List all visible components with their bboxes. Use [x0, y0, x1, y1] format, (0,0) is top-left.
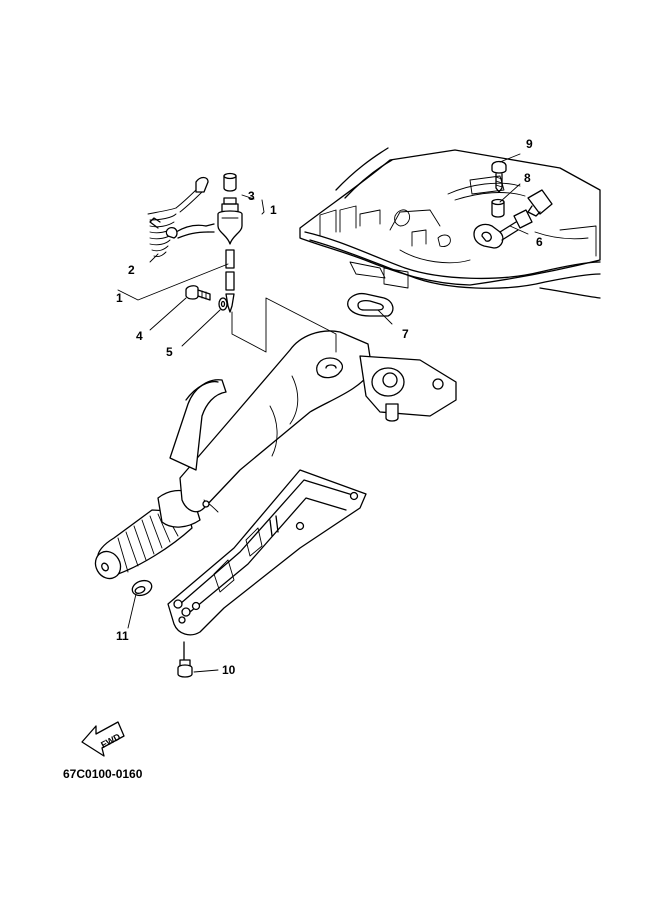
- callout-4: 4: [136, 329, 143, 343]
- callout-1-lower: 1: [116, 291, 123, 305]
- callout-11: 11: [116, 629, 129, 643]
- bottom-cowling: [299, 147, 601, 299]
- washer-part-5: [218, 297, 228, 311]
- screw-part-10: [177, 641, 193, 678]
- callout-5: 5: [166, 345, 173, 359]
- screw-part-9: [491, 160, 507, 193]
- tiller-lower-cover: [167, 469, 367, 636]
- callout-10: 10: [222, 663, 236, 677]
- callout-3: 3: [248, 189, 255, 203]
- plug-part-11: [131, 579, 153, 597]
- figure-code: 67C0100-0160: [63, 767, 143, 781]
- leader-lines: [117, 153, 529, 673]
- callout-2: 2: [128, 263, 135, 277]
- bolt-part-4: [185, 285, 211, 301]
- trim-sensor-part-6: [473, 189, 553, 249]
- trim-sensor-kit-part-1: [147, 172, 243, 313]
- callout-1-upper: 1: [270, 203, 277, 217]
- callout-9: 9: [526, 137, 533, 151]
- callout-6: 6: [536, 235, 543, 249]
- callout-8: 8: [524, 171, 531, 185]
- callout-7: 7: [402, 327, 409, 341]
- tiller-handle: [94, 330, 457, 580]
- grommet-part-7: [347, 292, 394, 317]
- fwd-arrow-icon: FWD: [81, 721, 125, 757]
- collar-part-8: [491, 198, 505, 218]
